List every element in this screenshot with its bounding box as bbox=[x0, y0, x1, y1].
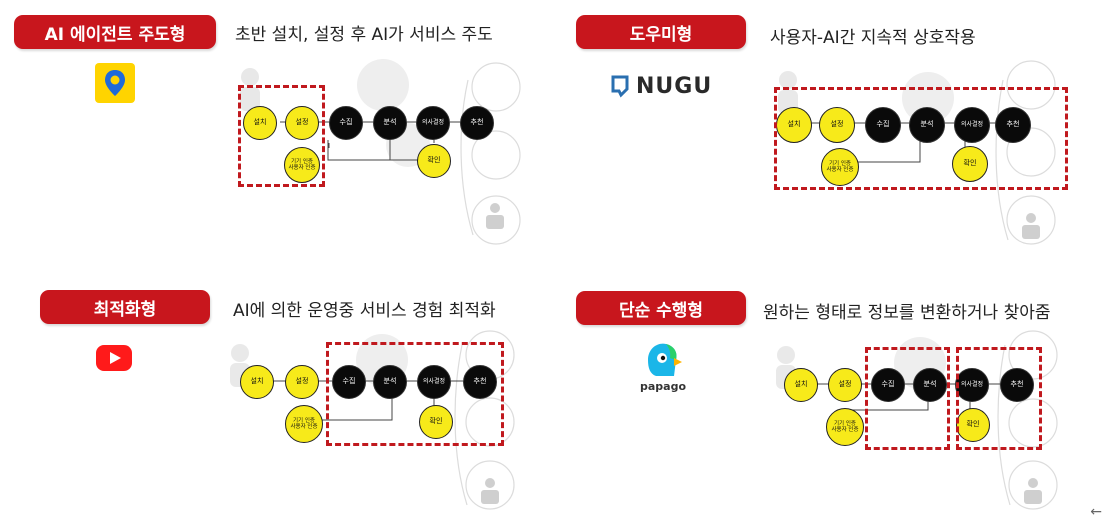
highlight-box bbox=[774, 87, 1068, 190]
node-setup: 설정 bbox=[285, 365, 319, 399]
node-recommend: 추천 bbox=[995, 107, 1031, 143]
node-label: 설정 bbox=[295, 118, 309, 127]
type-description: AI에 의한 운영중 서비스 경험 최적화 bbox=[233, 301, 496, 321]
node-label: 설치 bbox=[787, 120, 801, 129]
node-label: 수집 bbox=[339, 118, 353, 127]
node-decide: 의사결정 bbox=[954, 107, 990, 143]
node-decide: 의사결정 bbox=[417, 365, 451, 399]
node-analyze: 분석 bbox=[373, 106, 407, 140]
node-recommend: 추천 bbox=[1000, 368, 1034, 402]
node-decide: 의사결정 bbox=[416, 106, 450, 140]
node-recommend: 추천 bbox=[463, 365, 497, 399]
node-label: 설정 bbox=[838, 380, 852, 389]
node-label: 설정 bbox=[830, 120, 844, 129]
node-label-line1: 기기 인증 bbox=[293, 417, 315, 424]
node-label: 추천 bbox=[470, 118, 484, 127]
node-label: 설치 bbox=[794, 380, 808, 389]
logo-text: NUGU bbox=[636, 73, 713, 99]
node-label: 설치 bbox=[250, 377, 264, 386]
node-confirm: 확인 bbox=[952, 146, 988, 182]
nugu-mark-icon bbox=[611, 75, 629, 98]
type-label-optimization: 최적화형 bbox=[40, 290, 210, 324]
youtube-play-icon bbox=[95, 343, 133, 373]
node-label-line2: 사용자 인증 bbox=[290, 424, 318, 430]
node-label: 설정 bbox=[295, 377, 309, 386]
node-label: 의사결정 bbox=[421, 118, 445, 126]
node-label: 분석 bbox=[920, 120, 934, 129]
node-label-line2: 사용자 인증 bbox=[831, 427, 859, 433]
node-label: 분석 bbox=[383, 118, 397, 127]
node-label: 분석 bbox=[383, 377, 397, 386]
highlight-box-analysis bbox=[865, 347, 950, 450]
logo-text: papago bbox=[640, 380, 687, 393]
arrow-left-icon: ← bbox=[1090, 504, 1102, 520]
node-install: 설치 bbox=[776, 107, 812, 143]
node-collect: 수집 bbox=[332, 365, 366, 399]
node-recommend: 추천 bbox=[460, 106, 494, 140]
node-setup: 설정 bbox=[819, 107, 855, 143]
node-label: 확인 bbox=[429, 417, 443, 426]
node-label: 의사결정 bbox=[422, 377, 446, 385]
type-description: 원하는 형태로 정보를 변환하거나 찾아줌 bbox=[763, 303, 1051, 323]
node-label: 확인 bbox=[963, 159, 977, 168]
node-analyze: 분석 bbox=[913, 368, 947, 402]
type-label-agent-led: AI 에이전트 주도형 bbox=[14, 15, 216, 49]
node-label: 수집 bbox=[876, 120, 890, 129]
node-label-line1: 기기 인증 bbox=[829, 160, 851, 167]
node-decide: 의사결정 bbox=[955, 368, 989, 402]
node-label: 추천 bbox=[1010, 380, 1024, 389]
node-setup: 설정 bbox=[285, 106, 319, 140]
node-label: 수집 bbox=[342, 377, 356, 386]
node-confirm: 확인 bbox=[417, 144, 451, 178]
node-label-line1: 기기 인증 bbox=[834, 420, 856, 427]
node-setup: 설정 bbox=[828, 368, 862, 402]
node-label: 의사결정 bbox=[960, 380, 984, 388]
node-label-line2: 사용자 인증 bbox=[826, 167, 854, 173]
papago-parrot-icon bbox=[648, 343, 682, 376]
node-label: 추천 bbox=[1006, 120, 1020, 129]
node-install: 설치 bbox=[240, 365, 274, 399]
node-label: 추천 bbox=[473, 377, 487, 386]
node-install: 설치 bbox=[784, 368, 818, 402]
nugu-logo: NUGU bbox=[610, 72, 712, 100]
node-label: 분석 bbox=[923, 380, 937, 389]
node-label: 확인 bbox=[966, 420, 980, 429]
type-label-assistant: 도우미형 bbox=[576, 15, 746, 49]
highlight-box bbox=[326, 342, 504, 446]
type-label-simple-execution: 단순 수행형 bbox=[576, 291, 746, 325]
node-label: 의사결정 bbox=[960, 120, 984, 128]
type-description: 사용자-AI간 지속적 상호작용 bbox=[770, 28, 976, 48]
type-description: 초반 설치, 설정 후 AI가 서비스 주도 bbox=[235, 25, 493, 45]
node-analyze: 분석 bbox=[909, 107, 945, 143]
papago-logo: papago bbox=[640, 340, 687, 396]
map-pin-logo-icon bbox=[95, 63, 135, 103]
node-install: 설치 bbox=[243, 106, 277, 140]
node-label-line2: 사용자 인증 bbox=[288, 165, 316, 171]
node-label-line1: 기기 인증 bbox=[291, 158, 313, 165]
node-collect: 수집 bbox=[329, 106, 363, 140]
node-analyze: 분석 bbox=[373, 365, 407, 399]
node-label: 설치 bbox=[253, 118, 267, 127]
node-label: 확인 bbox=[427, 156, 441, 165]
highlight-box bbox=[238, 85, 325, 187]
node-confirm: 확인 bbox=[419, 405, 453, 439]
node-collect: 수집 bbox=[865, 107, 901, 143]
node-collect: 수집 bbox=[871, 368, 905, 402]
highlight-box-execution bbox=[956, 347, 1042, 450]
node-label: 수집 bbox=[881, 380, 895, 389]
